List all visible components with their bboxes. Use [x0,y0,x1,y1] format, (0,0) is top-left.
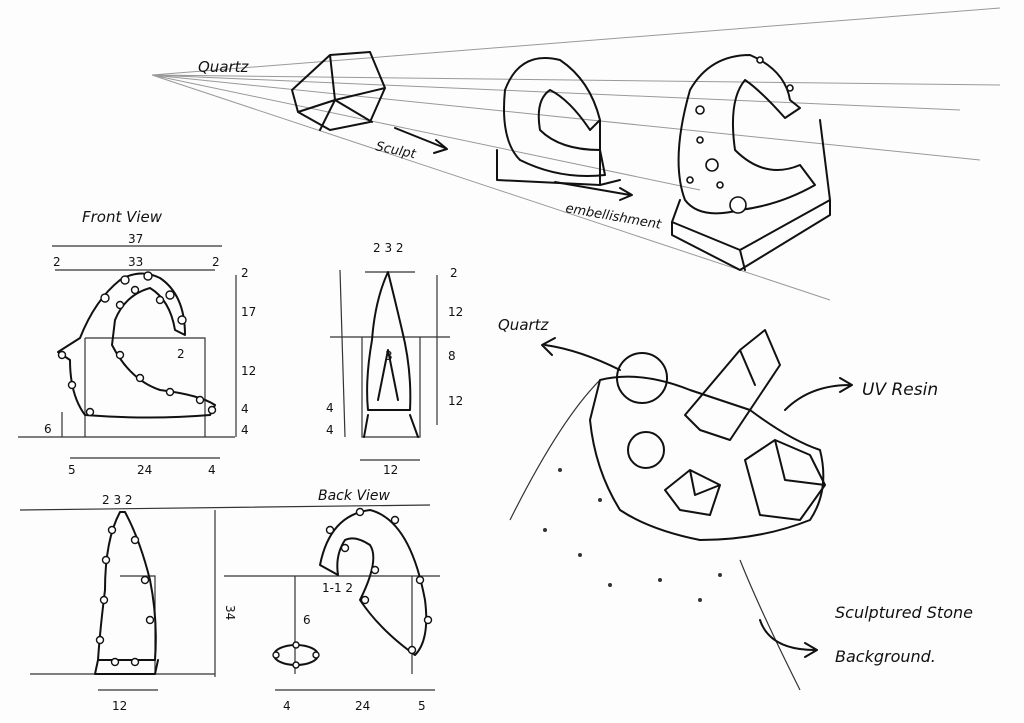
side-view-dims-left-a: 4 [326,401,334,415]
side-view-dimensions: 2 3 2 2 12 8 12 3 4 4 12 [326,241,463,477]
front-view-dims-lower-height: 4 [241,402,249,416]
quartz-arrow [541,337,621,371]
back-view-title: Back View [318,488,391,504]
back-view-drawing [19,504,440,691]
side-view-dims-left-b: 4 [326,423,334,437]
back-view-dims-gap: 1-1 2 [322,581,353,595]
side-view-dims-inner: 3 [385,349,393,363]
embellished-stone [671,54,831,271]
sculpt-label: Sculpt [374,139,418,162]
back-view-dims-bottom-mid: 24 [355,699,370,713]
back-view-dims-top-left: 2 3 2 [102,493,133,507]
front-view-drawing [18,245,237,459]
back-view-dims-oval: 6 [303,613,311,627]
arrow-sculpt [394,127,448,154]
front-view-dims-bottom-right: 4 [208,463,216,477]
perspective-lines [151,7,1001,301]
front-view-dims-left-offset: 6 [44,422,52,436]
back-view-dims-height: 34 [223,605,237,620]
front-view-dims-inner-width: 33 [128,255,143,269]
front-view-dims-base-height: 4 [241,423,249,437]
front-view-dims-gap: 2 [177,347,185,361]
front-view-dims-total-width: 37 [128,232,143,246]
side-view-dims-middle: 8 [448,349,456,363]
detail-drawing [509,329,826,691]
back-view-dimensions: 2 3 2 34 12 6 1-1 2 4 24 5 [102,493,426,713]
quartz-rock [291,51,386,131]
front-view-dims-middle-height: 12 [241,364,256,378]
back-view-dims-bottom-right: 5 [418,699,426,713]
side-view-dims-upper: 12 [448,305,463,319]
front-view-dims-bottom-left: 5 [68,463,76,477]
front-view-dimensions: 37 33 2 2 2 17 12 4 4 6 2 5 24 4 [44,232,256,477]
front-view-title: Front View [82,208,163,226]
front-view-dims-top: 2 [241,266,249,280]
arrow-embellish [554,181,633,201]
uv-resin-arrow [784,377,853,411]
side-view-dims-width: 12 [383,463,398,477]
stone-label-line2: Background. [835,647,936,666]
stone-arrow [759,619,818,658]
back-view-dims-bottom-left: 4 [283,699,291,713]
front-view-dims-upper-height: 17 [241,305,256,319]
front-view-dims-bottom-mid: 24 [137,463,152,477]
embellishment-beads [686,56,794,214]
uv-resin-label: UV Resin [862,380,938,400]
front-view-dims-right-margin: 2 [212,255,220,269]
side-view-dims-lower: 12 [448,394,463,408]
side-view-top-dims: 2 3 2 [373,241,404,255]
back-view-dims-left-width: 12 [112,699,127,713]
quartz-start-label: Quartz [198,58,250,76]
side-view-dims-top: 2 [450,266,458,280]
stone-label-line1: Sculptured Stone [835,603,973,622]
side-view-drawing [330,269,450,461]
front-view-dims-left-margin: 2 [53,255,61,269]
sculpted-stone [496,57,621,186]
quartz-detail-label: Quartz [498,316,550,334]
